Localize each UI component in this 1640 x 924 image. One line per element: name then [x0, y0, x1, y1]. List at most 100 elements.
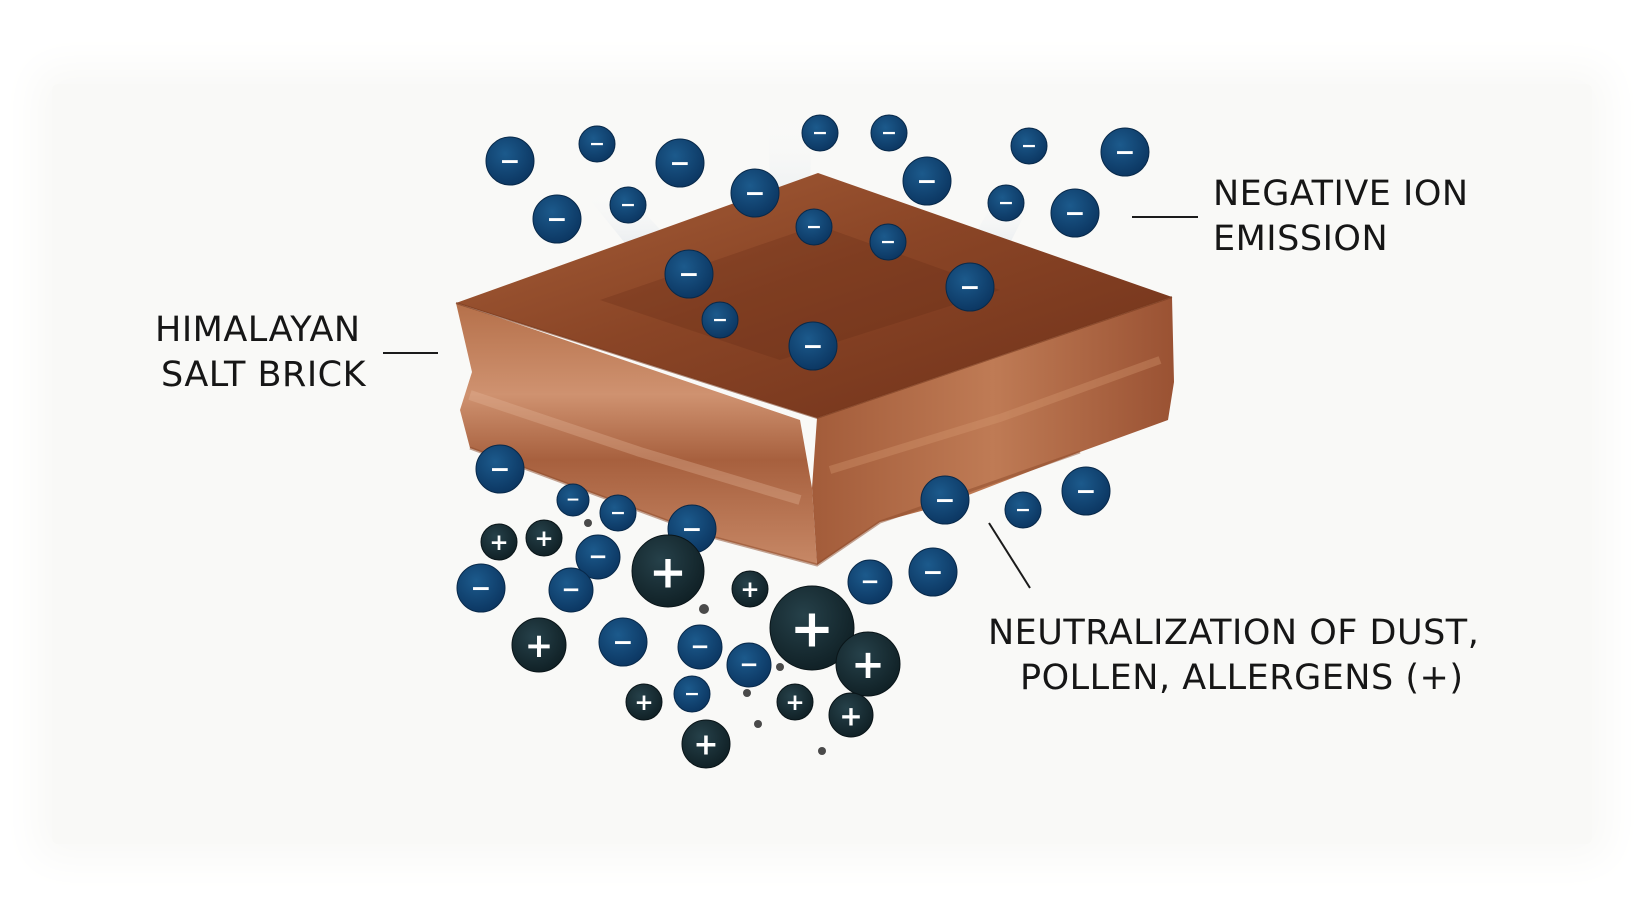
- positive-particle: +: [681, 719, 731, 769]
- minus-icon: −: [745, 179, 766, 208]
- brick-left-face: [456, 303, 817, 565]
- negative-ion: −: [730, 168, 780, 218]
- minus-icon: −: [806, 216, 822, 238]
- negative-ion: −: [456, 563, 506, 613]
- salt-brick: [455, 173, 1174, 567]
- minus-icon: −: [712, 309, 728, 331]
- dust-particle: [699, 604, 709, 614]
- dust-particle: [754, 720, 762, 728]
- negative-ion: −: [599, 494, 637, 532]
- negative-ion: −: [556, 483, 590, 517]
- negative-ion: −: [655, 138, 705, 188]
- negative-ion: −: [987, 184, 1025, 222]
- plus-icon: +: [534, 526, 553, 552]
- negative-ion-label-line1: NEGATIVE ION: [1213, 174, 1469, 214]
- positive-particle: +: [631, 534, 705, 608]
- minus-icon: −: [679, 260, 700, 289]
- negative-ion: −: [1004, 491, 1042, 529]
- minus-icon: −: [500, 147, 521, 176]
- brick-right-face: [812, 297, 1174, 565]
- plus-icon: +: [525, 626, 554, 666]
- negative-ion: −: [485, 136, 535, 186]
- minus-icon: −: [923, 558, 944, 587]
- positive-particle: +: [769, 585, 855, 671]
- leader-lines: [383, 216, 1198, 589]
- salt-brick-label: HIMALAYAN SALT BRICK: [155, 308, 366, 398]
- minus-icon: −: [670, 149, 691, 178]
- minus-icon: −: [803, 332, 824, 361]
- positive-particle: +: [776, 683, 814, 721]
- minus-icon: −: [589, 133, 605, 155]
- negative-ion: −: [788, 321, 838, 371]
- minus-icon: −: [547, 205, 568, 234]
- negative-ion: −: [598, 617, 648, 667]
- negative-ion: −: [847, 559, 893, 605]
- negative-ion: −: [1061, 466, 1111, 516]
- plus-icon: +: [693, 728, 718, 763]
- negative-ion: −: [870, 114, 908, 152]
- negative-ion: −: [869, 223, 907, 261]
- negative-ion: −: [575, 534, 621, 580]
- positive-particle: +: [835, 631, 901, 697]
- minus-icon: −: [613, 628, 634, 657]
- salt-brick-label-line1: HIMALAYAN: [155, 310, 361, 350]
- negative-ion: −: [902, 156, 952, 206]
- positive-particle: +: [511, 617, 567, 673]
- minus-icon: −: [917, 167, 938, 196]
- minus-icon: −: [1015, 499, 1031, 521]
- negative-ion: −: [701, 301, 739, 339]
- ion-layer: −−−−−−−−−−−−−−−−−−−−−−++−−+−−+−−−−−+−−−+…: [456, 114, 1150, 769]
- negative-ion: −: [1100, 127, 1150, 177]
- minus-icon: −: [610, 502, 626, 524]
- neutralization-label: NEUTRALIZATION OF DUST, POLLEN, ALLERGEN…: [988, 611, 1479, 701]
- negative-ion: −: [609, 186, 647, 224]
- plus-icon: +: [634, 690, 653, 716]
- negative-ion-label-line2: EMISSION: [1213, 219, 1389, 259]
- negative-ion: −: [945, 262, 995, 312]
- minus-icon: −: [620, 194, 636, 216]
- minus-icon: −: [960, 273, 981, 302]
- negative-ion: −: [475, 444, 525, 494]
- negative-ion: −: [673, 675, 711, 713]
- dust-particle: [818, 747, 826, 755]
- minus-icon: −: [739, 652, 758, 678]
- minus-icon: −: [566, 490, 580, 510]
- plus-icon: +: [649, 546, 687, 599]
- minus-icon: −: [860, 569, 879, 595]
- negative-ion: −: [908, 547, 958, 597]
- minus-icon: −: [682, 515, 703, 544]
- positive-particle: +: [625, 683, 663, 721]
- negative-ion: −: [664, 249, 714, 299]
- minus-icon: −: [588, 544, 607, 570]
- neutralization-label-line2: POLLEN, ALLERGENS (+): [1020, 658, 1464, 698]
- minus-icon: −: [881, 122, 897, 144]
- plus-icon: +: [740, 577, 759, 603]
- minus-icon: −: [1076, 477, 1097, 506]
- minus-icon: −: [561, 577, 580, 603]
- negative-ion: −: [578, 125, 616, 163]
- neutral-leader-line: [988, 522, 1031, 589]
- salt-brick-label-line2: SALT BRICK: [161, 355, 367, 395]
- plus-icon: +: [851, 642, 885, 688]
- minus-icon: −: [880, 231, 896, 253]
- plus-icon: +: [785, 690, 804, 716]
- positive-particle: +: [731, 570, 769, 608]
- minus-icon: −: [684, 683, 700, 705]
- negative-ion: −: [677, 624, 723, 670]
- positive-particle: +: [525, 519, 563, 557]
- negative-ion: −: [532, 194, 582, 244]
- plus-icon: +: [839, 700, 862, 733]
- plus-icon: +: [790, 599, 834, 660]
- negative-ion: −: [548, 567, 594, 613]
- negative-ion: −: [795, 208, 833, 246]
- minus-icon: −: [1115, 138, 1136, 167]
- dust-particle: [584, 519, 592, 527]
- negative-ion: −: [726, 642, 772, 688]
- minus-icon: −: [998, 192, 1014, 214]
- minus-icon: −: [1065, 199, 1086, 228]
- positive-particle: +: [828, 692, 874, 738]
- minus-icon: −: [690, 634, 709, 660]
- dust-particle: [776, 663, 784, 671]
